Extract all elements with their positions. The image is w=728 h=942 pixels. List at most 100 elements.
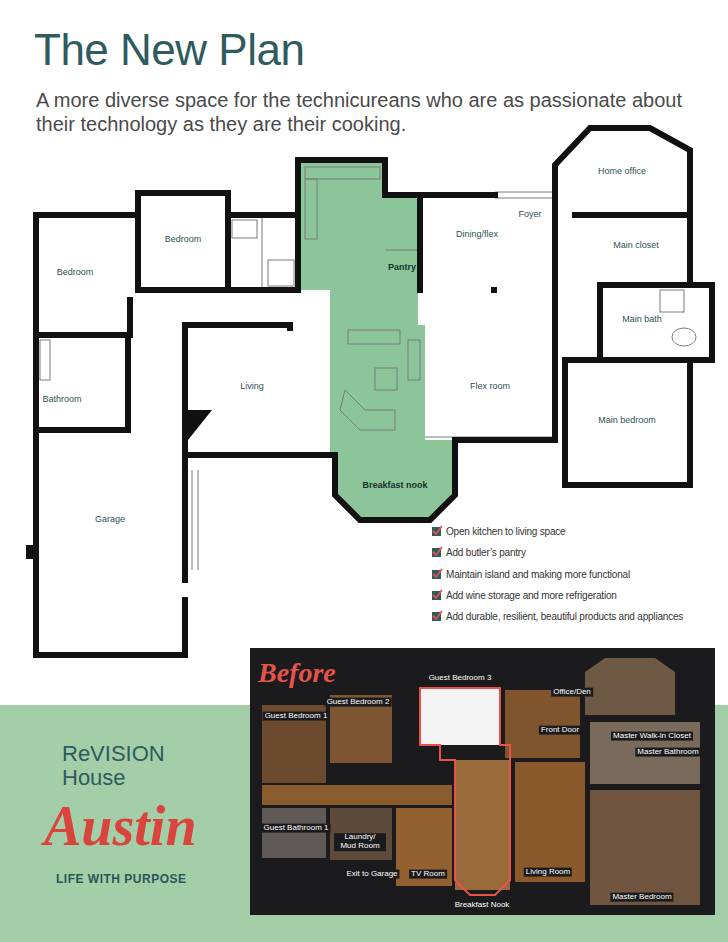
logo-band: ReVISION HouseAustinLIFE WITH PURPOSE [0,705,728,942]
wall [36,193,298,215]
page-title: The New Plan [34,26,304,74]
room-floor [515,762,585,882]
check-mark [433,611,442,619]
room-label: Pantry [388,263,416,273]
room-label: Main bedroom [598,416,656,426]
window [495,198,555,199]
kitchen-outline [420,688,510,895]
check-box [432,548,441,557]
island-counter [340,390,395,430]
room-label: TV Room [409,870,447,879]
pillar [491,287,497,293]
room-label: Breakfast nook [362,481,427,491]
before-panel: BeforeGuest Bedroom 3 Guest Bedroom 2 Gues… [250,648,715,915]
panel-heading: Before [258,658,336,689]
room-label: Garage [95,515,125,525]
bullet-text: Add wine storage and more refrigeration [446,590,617,602]
room-label: Living [240,382,264,392]
counter [305,167,380,179]
room-floor [590,790,700,905]
room-floor [330,808,392,860]
check-mark [433,569,442,577]
window [495,192,555,193]
wall [36,335,128,430]
wall [127,300,133,335]
fixtures [40,167,696,570]
counter [198,470,199,570]
room-label: Guest Bedroom 1 [263,712,330,721]
garage-notch [26,545,34,559]
room-label: Office/Den [551,688,593,697]
pillar [287,323,293,331]
room-label: Bathroom [42,395,81,405]
room-label: Master Walk-in Closet [611,732,693,741]
room-floor [262,808,326,858]
room-label: Bedroom [57,268,94,278]
logo-wordmark: ReVISION House [62,742,165,790]
wall [565,360,690,485]
room-floor [590,722,700,784]
logo-script: Austin [44,798,197,854]
room-floor [585,658,675,715]
counter [305,179,317,239]
room-label: Foyer [518,210,541,220]
room-label: Dining/flex [456,230,498,240]
room-label: Main bath [622,315,662,325]
bullet-text: Maintain island and making more function… [446,569,630,581]
room-label: Main closet [613,241,659,251]
check-box [432,591,441,600]
room-label: Guest Bedroom 3 [427,674,494,683]
refrigerator [408,340,420,380]
before-photo [250,648,715,915]
wall [555,128,690,215]
page-subtitle: A more diverse space for the technicurea… [36,88,726,136]
island [375,368,397,390]
room-floor [262,785,452,805]
check-box [432,612,441,621]
room-label: Exit to Garage [344,870,399,879]
bullet-text: Add butler’s pantry [446,547,526,559]
room-label: Home office [598,167,646,177]
bath-wall [262,215,263,290]
room-label: Master Bathroom [635,748,700,757]
wall [420,192,495,198]
room-label: Front Door [539,726,581,735]
room-floor [396,808,452,886]
room-label: Flex room [470,382,510,392]
shower [660,290,684,312]
tub [672,328,696,346]
pantry-wall [385,250,418,251]
sink [232,220,257,238]
wall [36,215,185,655]
room-floor [455,760,510,890]
room-label: Laundry/ Mud Room [334,833,386,851]
wall [597,285,603,360]
check-icons [432,526,442,621]
room-label: Breakfast Nook [453,901,512,910]
check-mark [433,590,442,598]
wall [185,440,555,520]
room-label: Living Room [524,868,572,877]
wall [552,215,558,440]
logo-tagline: LIFE WITH PURPOSE [56,872,187,886]
check-mark [433,547,442,555]
wall [687,215,693,285]
room-floor [505,690,580,758]
wall [298,160,420,290]
check-box [432,570,441,579]
wall [600,285,712,360]
kitchen-highlight [300,162,453,518]
bullet-text: Open kitchen to living space [446,526,565,538]
room-label: Guest Bathroom 1 [262,824,331,833]
counter [192,470,193,570]
before-panel-ground [250,648,715,915]
room-label: Bedroom [165,235,202,245]
wall [295,160,301,290]
check-mark [433,526,442,534]
bullet-text: Add durable, resilient, beautiful produc… [446,611,683,623]
room-label: Master Bedroom [610,893,673,902]
wall [138,215,228,290]
room-label: Guest Bedroom 2 [325,698,392,707]
room-floor [420,688,500,745]
